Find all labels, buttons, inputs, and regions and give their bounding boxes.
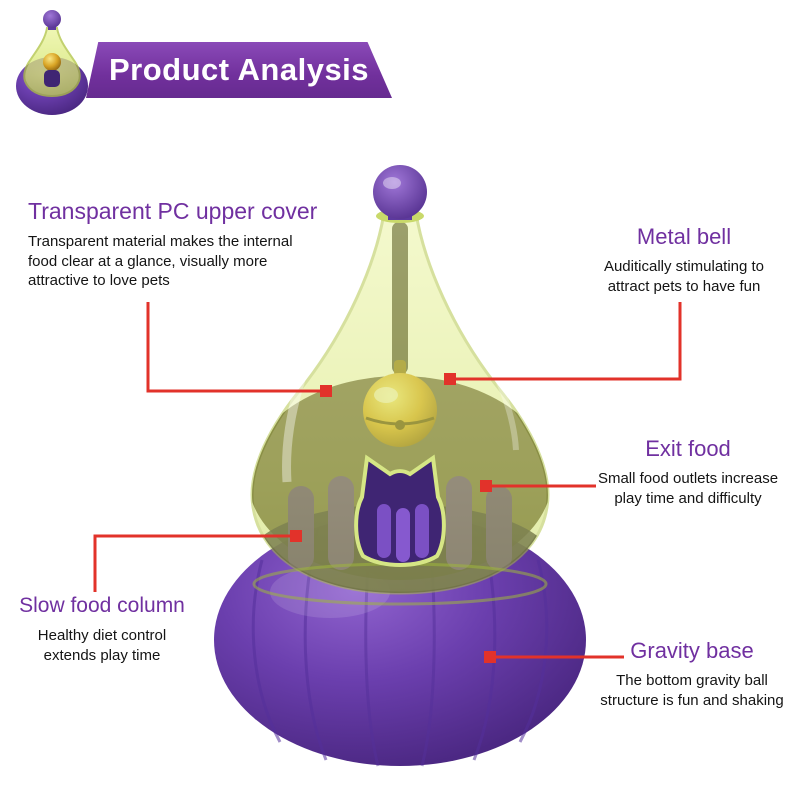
callout-slow-food-column-desc: Healthy diet control extends play time (37, 627, 167, 664)
leader-square-gravity-base (484, 651, 496, 663)
callout-gravity-base: Gravity base The bottom gravity ball str… (592, 638, 792, 710)
title-banner: Product Analysis (86, 42, 392, 98)
leader-square-exit-food (480, 480, 492, 492)
callout-exit-food: Exit food Small food outlets increase pl… (588, 436, 788, 508)
leader-squares (290, 373, 496, 663)
product-thumbnail (16, 10, 88, 115)
leader-line-upper-cover (146, 302, 324, 393)
leader-square-upper-cover (320, 385, 332, 397)
leader-square-slow-food (290, 530, 302, 542)
leader-lines (93, 302, 682, 659)
page-title: Product Analysis (108, 52, 370, 87)
callout-upper-cover-title: Transparent PC upper cover (28, 198, 318, 224)
callout-upper-cover: Transparent PC upper cover Transparent m… (28, 198, 340, 291)
product-illustration (214, 165, 586, 767)
callout-metal-bell: Metal bell Auditically stimulating to at… (585, 224, 783, 296)
leader-line-slow-food (93, 534, 292, 592)
food-exit-opening (354, 454, 446, 567)
callout-slow-food-column-title: Slow food column (19, 594, 185, 617)
leader-line-metal-bell (456, 302, 682, 381)
callout-gravity-base-desc: The bottom gravity ball structure is fun… (600, 672, 784, 709)
callout-exit-food-title: Exit food (645, 436, 731, 461)
callout-exit-food-desc: Small food outlets increase play time an… (597, 470, 779, 507)
callout-metal-bell-title: Metal bell (636, 224, 732, 249)
leader-square-metal-bell (444, 373, 456, 385)
callout-upper-cover-desc: Transparent material makes the internal … (28, 233, 293, 290)
top-knob (373, 165, 427, 223)
callout-gravity-base-title: Gravity base (630, 638, 754, 663)
callout-slow-food-column: Slow food column Healthy diet control ex… (8, 594, 196, 665)
callout-metal-bell-desc: Auditically stimulating to attract pets … (603, 258, 765, 295)
